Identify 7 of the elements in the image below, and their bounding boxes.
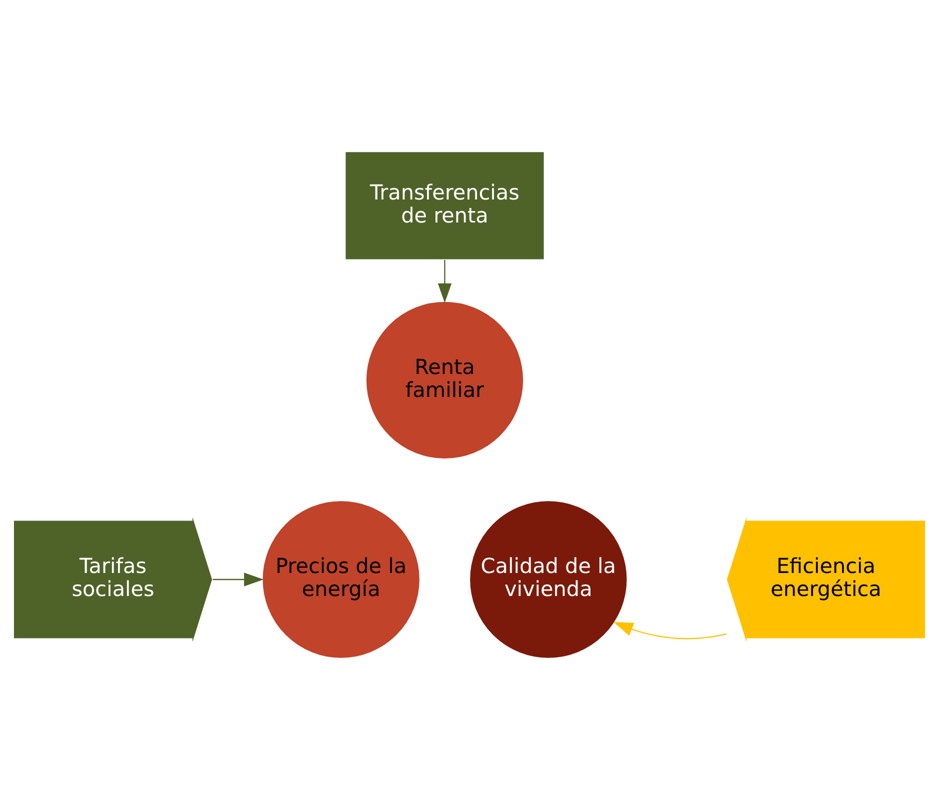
node-circle: Precios de la energía [262, 500, 421, 658]
node-box: Transferencias de renta [344, 150, 545, 260]
node-circle: Renta familiar [365, 300, 524, 460]
arrow [613, 622, 726, 639]
arrow [438, 259, 452, 302]
node-circle: Calidad de la vivienda [468, 500, 628, 658]
arrow [212, 572, 264, 586]
